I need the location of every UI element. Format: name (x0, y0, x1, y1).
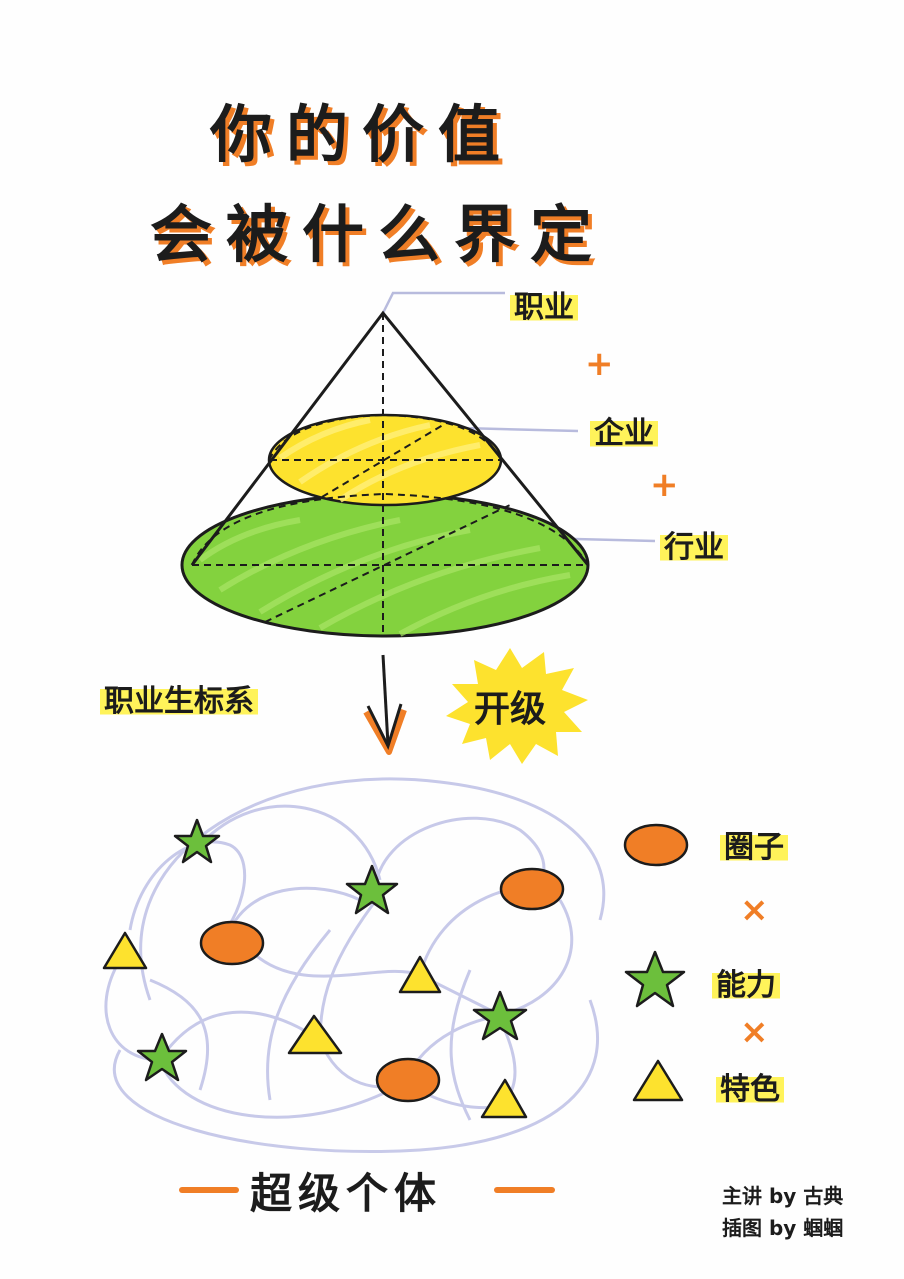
bottom-title: 超级个体 (250, 1169, 443, 1218)
star-icon (624, 950, 686, 1008)
credit-line-1: 主讲 by 古典 (722, 1184, 844, 1208)
circle-icon (623, 823, 689, 867)
network-triangles (102, 931, 528, 1119)
down-arrow-icon (363, 654, 407, 755)
network-loops (104, 777, 606, 1154)
upgrade-badge: 开级 (474, 689, 547, 730)
title-line-2: 会被什么界定 (150, 198, 607, 271)
times-sign-2: × (740, 1012, 769, 1052)
credit-line-2: 插图 by 蝈蝈 (722, 1216, 844, 1240)
legend-circle-label: 圈子 (720, 822, 788, 866)
cone-label-middle: 企业 (590, 408, 658, 452)
plus-sign-2: + (650, 465, 679, 505)
title-line-1: 你的价值 (210, 98, 515, 171)
bottom-ellipse-dashed-back (191, 492, 589, 566)
top-ellipse-hatching (278, 417, 481, 503)
network-circles (199, 867, 565, 1103)
legend-triangle-label: 特色 (716, 1064, 784, 1108)
top-ellipse-dashed-back (268, 413, 502, 461)
bottom-ellipse-hatching (198, 517, 571, 637)
badge-burst (446, 648, 588, 764)
cone-label-top: 职业 (510, 282, 578, 326)
cone-label-bottom: 行业 (660, 522, 728, 566)
network-stars (136, 818, 528, 1082)
cone-diagram (180, 310, 590, 638)
times-sign-1: × (740, 890, 769, 930)
legend-star-label: 能力 (712, 960, 780, 1004)
triangle-icon (632, 1059, 684, 1102)
career-coordinate-label: 职业生标系 (100, 676, 258, 720)
plus-sign-1: + (585, 344, 614, 384)
